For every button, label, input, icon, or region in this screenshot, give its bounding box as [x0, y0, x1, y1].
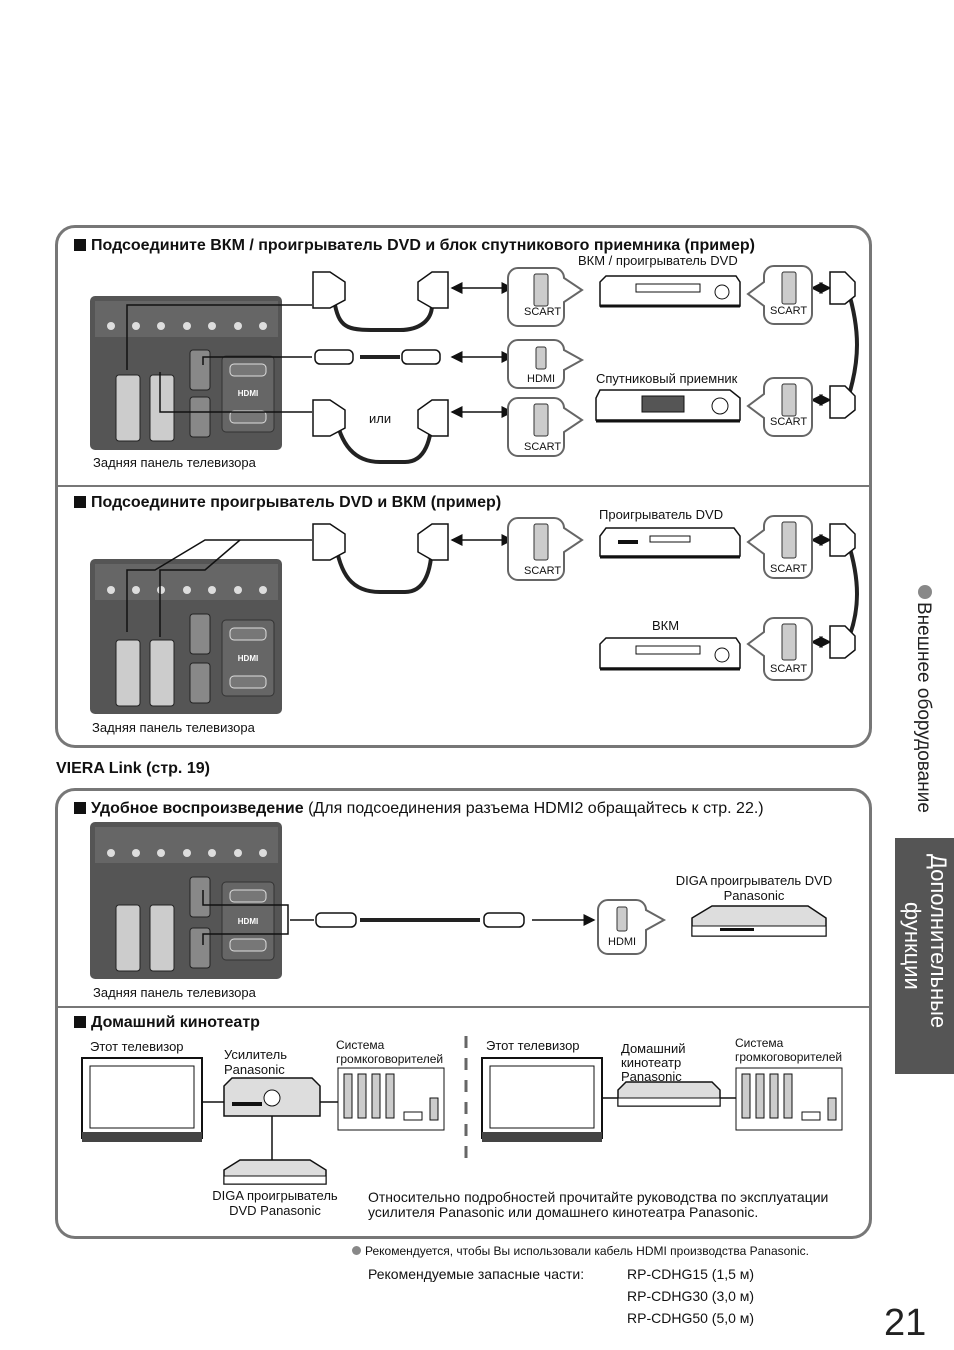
part-item: RP-CDHG50 (5,0 м): [627, 1310, 755, 1326]
bullet-dot-icon: [918, 585, 932, 599]
square-bullet-icon: [74, 239, 86, 251]
note-line1: Относительно подробностей прочитайте рук…: [368, 1189, 829, 1205]
section2-cables: [126, 534, 859, 648]
speakers-label-line1: Система: [336, 1038, 385, 1052]
scart-label: SCART: [770, 416, 808, 428]
scart-label: SCART: [524, 565, 562, 577]
section-divider: [58, 1006, 869, 1008]
section4-heading-text: Домашний кинотеатр: [91, 1014, 260, 1031]
ht-label-line2: кинотеатр: [621, 1055, 682, 1070]
ht-label-line1: Домашний: [621, 1041, 686, 1056]
section1-cables: [126, 282, 859, 464]
vcr-label: ВКМ: [652, 618, 680, 633]
part-item: RP-CDHG15 (1,5 м): [627, 1266, 755, 1282]
scart-label: SCART: [770, 663, 808, 675]
scart-label: SCART: [770, 305, 808, 317]
dvd-player-label: Проигрыватель DVD: [599, 507, 724, 522]
section3-heading-bold: Удобное воспроизведение: [91, 800, 304, 817]
sidebar-title-line1: Дополнительные: [926, 854, 951, 1029]
speakers-label: Система громкоговорителей: [336, 1038, 443, 1066]
scart-label: SCART: [524, 441, 562, 453]
amp-label: Усилитель Panasonic: [224, 1047, 287, 1077]
section1-heading-text: Подсоедините ВКМ / проигрыватель DVD и б…: [91, 237, 755, 254]
vcr-dvd-label: ВКМ / проигрыватель DVD: [578, 253, 738, 268]
hdmi-label: HDMI: [608, 936, 637, 948]
section3-socket: [597, 899, 667, 955]
speakers2-label-line1: Система: [735, 1036, 784, 1050]
tv-rear-panel-3: HDMI: [90, 822, 282, 979]
sidebar-tab: Дополнительные функции: [895, 838, 954, 1074]
vcr-dvd-device: [599, 275, 741, 308]
section3-heading-normal: (Для подсоединения разъема HDMI2 обращай…: [308, 800, 764, 817]
diga-label-line1: DIGA проигрыватель DVD: [675, 873, 833, 888]
section1-heading: Подсоедините ВКМ / проигрыватель DVD и б…: [74, 237, 755, 255]
section1-plugs: [312, 271, 856, 437]
diga-bottom-label: DIGA проигрыватель DVD Panasonic: [200, 1188, 350, 1218]
part-item: RP-CDHG30 (3,0 м): [627, 1288, 755, 1304]
satellite-label: Спутниковый приемник: [596, 371, 738, 386]
or-label: или: [369, 411, 392, 426]
svg-text:HDMI: HDMI: [238, 389, 258, 398]
diga-bottom-line2: DVD Panasonic: [229, 1203, 321, 1218]
speakers2-label-line2: громкоговорителей: [735, 1050, 843, 1064]
amp-label-line2: Panasonic: [224, 1062, 285, 1077]
sidebar-subtitle: Внешнее оборудование: [913, 602, 934, 813]
speakers-label-line2: громкоговорителей: [336, 1052, 444, 1066]
viera-link-heading: VIERA Link (стр. 19): [56, 760, 210, 777]
recommend-note: Рекомендуется, чтобы Вы использовали каб…: [352, 1244, 809, 1258]
tv-rear-panel-2: HDMI: [90, 559, 282, 714]
tv-rear-label: Задняя панель телевизора: [92, 720, 255, 735]
note-line2: усилителя Panasonic или домашнего киноте…: [368, 1204, 759, 1220]
scart-label: SCART: [770, 563, 808, 575]
this-tv-label: Этот телевизор: [90, 1039, 184, 1054]
home-theater-label: Домашний кинотеатр Panasonic: [621, 1042, 685, 1084]
square-bullet-icon: [74, 496, 86, 508]
svg-text:HDMI: HDMI: [238, 917, 258, 926]
amp-label-line1: Усилитель: [224, 1047, 287, 1062]
section2-socket-pins: [533, 521, 797, 661]
home-theater-note: Относительно подробностей прочитайте рук…: [368, 1190, 828, 1220]
tv-rear-panel-1: HDMI: [90, 296, 282, 450]
section1-socket-pins: [533, 271, 797, 437]
vcr-device: [599, 637, 741, 671]
dvd-player-device: [599, 527, 741, 559]
square-bullet-icon: [74, 1016, 86, 1028]
section3-plugs: [315, 912, 525, 928]
section2-plugs: [312, 523, 856, 659]
hdmi-port-icon: [616, 906, 628, 932]
sidebar-title-line2: функции: [900, 902, 925, 990]
tv-rear-label: Задняя панель телевизора: [93, 985, 256, 1000]
diga-label-line2: Panasonic: [723, 888, 785, 903]
satellite-receiver-device: [595, 389, 741, 423]
this-tv-label-right: Этот телевизор: [486, 1038, 580, 1053]
section2-heading: Подсоедините проигрыватель DVD и ВКМ (пр…: [74, 494, 501, 512]
section-divider: [58, 485, 869, 487]
section2-heading-text: Подсоедините проигрыватель DVD и ВКМ (пр…: [91, 494, 502, 511]
section3-heading: Удобное воспроизведение (Для подсоединен…: [74, 800, 764, 818]
section4-heading: Домашний кинотеатр: [74, 1014, 260, 1032]
hdmi-label: HDMI: [527, 373, 556, 385]
speakers-label-right: Система громкоговорителей: [735, 1036, 842, 1064]
home-theater-diagram: [81, 1036, 843, 1185]
parts-label: Рекомендуемые запасные части:: [368, 1266, 585, 1282]
section3-cables: [202, 890, 596, 945]
square-bullet-icon: [74, 802, 86, 814]
diga-dvd-device: [691, 905, 827, 937]
diga-bottom-line1: DIGA проигрыватель: [212, 1188, 338, 1203]
recommend-text: Рекомендуется, чтобы Вы использовали каб…: [365, 1244, 809, 1258]
bullet-dot-icon: [352, 1246, 361, 1255]
ht-label-line3: Panasonic: [621, 1069, 682, 1084]
diga-label: DIGA проигрыватель DVD Panasonic: [664, 873, 844, 903]
scart-label: SCART: [524, 306, 562, 318]
tv-rear-label: Задняя панель телевизора: [93, 455, 256, 470]
page-number: 21: [884, 1302, 927, 1344]
svg-text:HDMI: HDMI: [238, 654, 258, 663]
